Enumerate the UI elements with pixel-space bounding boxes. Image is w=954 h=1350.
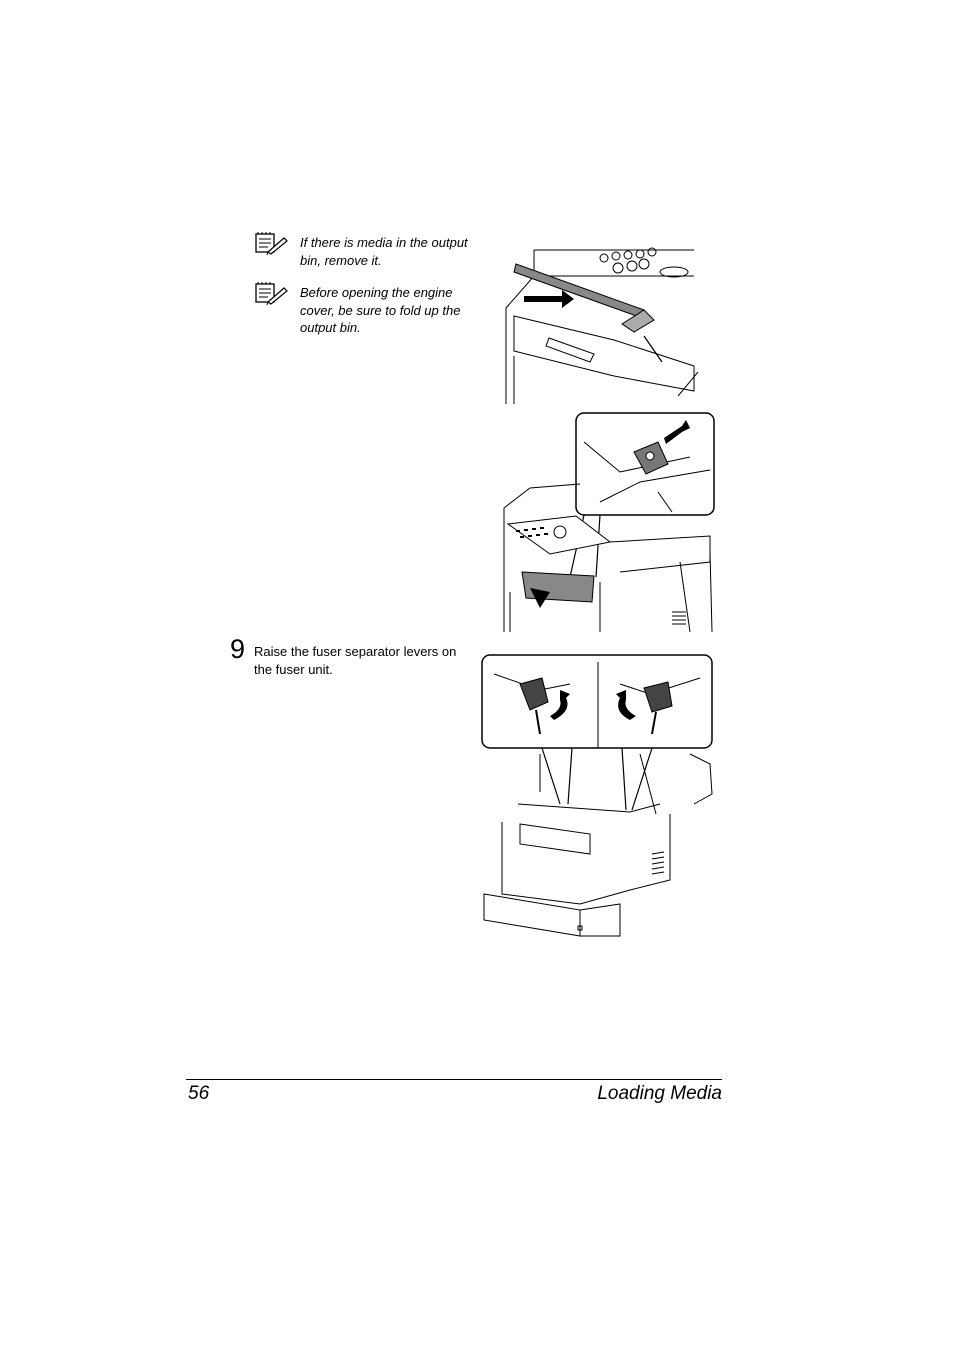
engine-cover-illustration xyxy=(500,412,716,639)
fuser-levers-illustration xyxy=(480,654,716,945)
note-pad-pencil-icon xyxy=(254,282,290,306)
note-text: Before opening the engine cover, be sure… xyxy=(300,285,461,335)
note-text: If there is media in the output bin, rem… xyxy=(300,235,468,268)
note-pad-pencil-icon xyxy=(254,232,290,256)
output-bin-illustration xyxy=(494,246,706,411)
footer-rule xyxy=(186,1079,722,1080)
step-instruction: Raise the fuser separator levers on the … xyxy=(254,644,457,677)
step-number: 9 xyxy=(230,634,246,664)
page-number: 56 xyxy=(188,1083,210,1104)
section-title: Loading Media xyxy=(597,1083,722,1104)
